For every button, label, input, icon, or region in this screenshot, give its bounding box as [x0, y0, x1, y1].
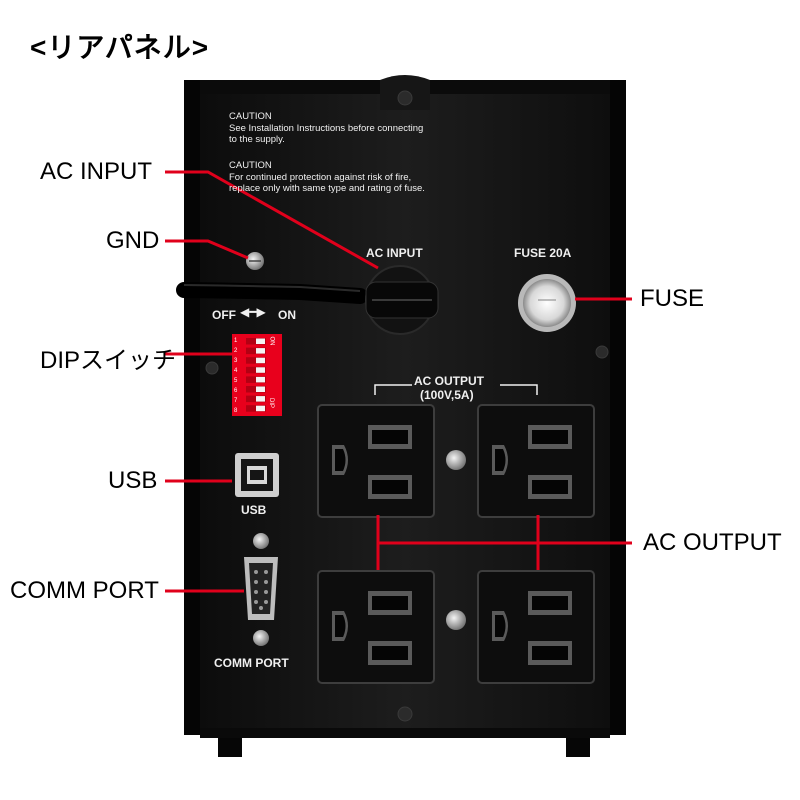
callout-ac-input: AC INPUT: [40, 158, 153, 185]
callout-comm-port: COMM PORT: [10, 577, 159, 604]
ac-input-cable: [176, 265, 439, 335]
dip-number: 3: [234, 358, 238, 364]
usb-port-label: USB: [241, 503, 267, 517]
dip-number: 5: [234, 378, 238, 384]
dip-number-column: 1 2 3 4 5 6 7 8: [234, 336, 242, 416]
fuse-rating-label: FUSE 20A: [514, 246, 572, 260]
dip-toggle: [256, 357, 265, 364]
comm-port: [244, 533, 278, 646]
callout-ac-output: AC OUTPUT: [643, 529, 782, 556]
usb-port: [235, 453, 279, 497]
dip-toggle: [256, 396, 265, 402]
gnd-screw: [246, 252, 264, 270]
outlet-screws: [446, 450, 466, 630]
callout-fuse: FUSE: [640, 285, 705, 312]
dip-toggle: [256, 376, 265, 383]
caution-1-heading: CAUTION: [229, 111, 272, 122]
page-title: <リアパネル>: [30, 32, 210, 63]
dip-number: 1: [234, 338, 238, 344]
ac-output-rating-label: (100V,5A): [420, 388, 474, 402]
ac-outlet: [317, 570, 435, 684]
ac-output-bracket: [374, 384, 538, 395]
callout-usb: USB: [108, 467, 158, 494]
dip-toggle: [256, 367, 265, 373]
caution-1-line2: to the supply.: [229, 134, 285, 145]
dip-toggle: [256, 348, 265, 354]
panel-screws: [205, 90, 609, 722]
callout-gnd: GND: [106, 227, 160, 254]
comm-port-label: COMM PORT: [214, 656, 289, 670]
callout-dip-switch: DIPスイッチ: [40, 347, 177, 374]
ac-outlet: [317, 404, 435, 518]
caution-2-line1: For continued protection against risk of…: [229, 171, 412, 183]
dip-number: 8: [234, 408, 238, 414]
dip-number: 2: [234, 348, 238, 354]
dip-on-label: ON: [278, 308, 296, 322]
dip-number: 4: [234, 368, 238, 374]
dip-toggle: [256, 338, 265, 344]
ac-output-port-label: AC OUTPUT: [414, 374, 484, 388]
ac-outlet: [477, 570, 595, 684]
dip-number: 7: [234, 398, 238, 404]
dip-toggle: [256, 386, 265, 392]
caution-2-line2: replace only with same type and rating o…: [229, 183, 425, 194]
ac-input-port-label: AC INPUT: [366, 246, 423, 260]
dip-switch-toggles: [246, 338, 266, 412]
dip-number: 6: [234, 388, 238, 394]
leader-lines: [165, 170, 632, 593]
caution-1-line1: See Installation Instructions before con…: [229, 122, 424, 134]
ac-outlets: [317, 404, 595, 684]
caution-2-heading: CAUTION: [229, 160, 272, 171]
dip-arrow-icon: ◀━▶: [240, 305, 266, 319]
fuse-holder: [518, 274, 576, 332]
ac-outlet: [477, 404, 595, 518]
dip-toggle: [256, 405, 265, 412]
dip-dip-marking: DIP: [268, 397, 275, 409]
dip-off-label: OFF: [212, 308, 236, 322]
dip-on-marking: ON: [268, 336, 275, 346]
